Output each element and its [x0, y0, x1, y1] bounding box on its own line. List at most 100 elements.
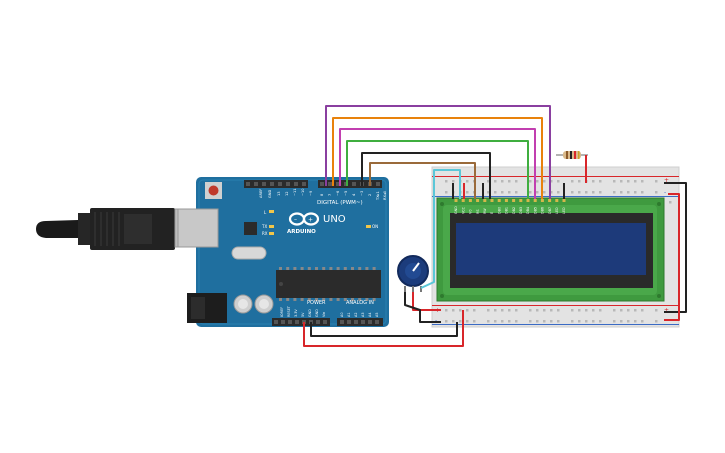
- breadboard-hole[interactable]: [578, 309, 581, 312]
- lcd-pin[interactable]: [490, 199, 494, 202]
- breadboard-hole[interactable]: [627, 191, 630, 194]
- lcd-pin[interactable]: [548, 199, 552, 202]
- lcd-pin[interactable]: [555, 199, 559, 202]
- breadboard-hole[interactable]: [557, 180, 560, 183]
- breadboard-hole[interactable]: [529, 320, 532, 323]
- breadboard-hole[interactable]: [515, 191, 518, 194]
- header-pin[interactable]: [340, 320, 344, 324]
- breadboard-hole[interactable]: [536, 180, 539, 183]
- lcd-pin[interactable]: [540, 199, 544, 202]
- breadboard-hole[interactable]: [613, 309, 616, 312]
- breadboard-hole[interactable]: [536, 309, 539, 312]
- header-pin[interactable]: [375, 320, 379, 324]
- header-pin[interactable]: [246, 182, 250, 186]
- header-pin[interactable]: [347, 320, 351, 324]
- breadboard-hole[interactable]: [445, 180, 448, 183]
- breadboard-hole[interactable]: [585, 320, 588, 323]
- lcd-pin[interactable]: [512, 199, 516, 202]
- breadboard-hole[interactable]: [452, 320, 455, 323]
- breadboard-hole[interactable]: [508, 191, 511, 194]
- breadboard-hole[interactable]: [571, 191, 574, 194]
- breadboard-hole[interactable]: [571, 180, 574, 183]
- header-pin[interactable]: [286, 182, 290, 186]
- lcd-pin[interactable]: [454, 199, 458, 202]
- breadboard-hole[interactable]: [487, 309, 490, 312]
- wire-5[interactable]: [369, 162, 476, 199]
- breadboard-hole[interactable]: [613, 191, 616, 194]
- wire-16[interactable]: [664, 182, 687, 313]
- breadboard-hole[interactable]: [557, 320, 560, 323]
- wire-15[interactable]: [303, 310, 464, 347]
- lcd-pin[interactable]: [497, 199, 501, 202]
- header-pin[interactable]: [294, 182, 298, 186]
- breadboard-hole[interactable]: [641, 191, 644, 194]
- header-pin[interactable]: [323, 320, 327, 324]
- breadboard-hole[interactable]: [543, 320, 546, 323]
- header-pin[interactable]: [336, 182, 340, 186]
- header-pin[interactable]: [254, 182, 258, 186]
- breadboard-hole[interactable]: [641, 320, 644, 323]
- wire-13[interactable]: [404, 292, 441, 323]
- breadboard-hole[interactable]: [473, 320, 476, 323]
- breadboard-hole[interactable]: [515, 180, 518, 183]
- breadboard-hole[interactable]: [620, 320, 623, 323]
- breadboard-hole[interactable]: [599, 309, 602, 312]
- wire-2[interactable]: [339, 128, 536, 199]
- lcd-pin[interactable]: [483, 199, 487, 202]
- breadboard-hole[interactable]: [627, 180, 630, 183]
- wire-0[interactable]: [325, 105, 551, 199]
- breadboard-hole[interactable]: [641, 309, 644, 312]
- header-pin[interactable]: [281, 320, 285, 324]
- breadboard-hole[interactable]: [585, 191, 588, 194]
- breadboard-hole[interactable]: [627, 320, 630, 323]
- header-pin[interactable]: [376, 182, 380, 186]
- breadboard-hole[interactable]: [543, 309, 546, 312]
- breadboard-hole[interactable]: [501, 191, 504, 194]
- wire-14[interactable]: [310, 322, 458, 337]
- breadboard-hole[interactable]: [529, 180, 532, 183]
- header-pin[interactable]: [278, 182, 282, 186]
- header-pin[interactable]: [352, 182, 356, 186]
- breadboard-hole[interactable]: [655, 309, 658, 312]
- lcd-pin[interactable]: [562, 199, 566, 202]
- breadboard-hole[interactable]: [550, 320, 553, 323]
- breadboard-hole[interactable]: [592, 180, 595, 183]
- breadboard-hole[interactable]: [599, 320, 602, 323]
- breadboard-hole[interactable]: [634, 309, 637, 312]
- breadboard-hole[interactable]: [529, 309, 532, 312]
- breadboard-hole[interactable]: [669, 201, 672, 204]
- breadboard-hole[interactable]: [578, 180, 581, 183]
- breadboard-hole[interactable]: [571, 320, 574, 323]
- breadboard-hole[interactable]: [550, 180, 553, 183]
- lcd-pin[interactable]: [533, 199, 537, 202]
- wire-12[interactable]: [412, 292, 441, 311]
- wire-1[interactable]: [332, 117, 543, 199]
- breadboard-hole[interactable]: [585, 309, 588, 312]
- breadboard-hole[interactable]: [557, 191, 560, 194]
- wire-17[interactable]: [664, 193, 680, 321]
- breadboard-hole[interactable]: [445, 191, 448, 194]
- breadboard-hole[interactable]: [655, 180, 658, 183]
- breadboard-hole[interactable]: [487, 320, 490, 323]
- reset-button[interactable]: [205, 182, 222, 199]
- header-pin[interactable]: [274, 320, 278, 324]
- breadboard-hole[interactable]: [634, 180, 637, 183]
- breadboard-hole[interactable]: [592, 320, 595, 323]
- breadboard-hole[interactable]: [543, 180, 546, 183]
- breadboard-hole[interactable]: [494, 309, 497, 312]
- header-pin[interactable]: [316, 320, 320, 324]
- breadboard-hole[interactable]: [508, 180, 511, 183]
- lcd-pin[interactable]: [461, 199, 465, 202]
- breadboard-hole[interactable]: [536, 191, 539, 194]
- breadboard-hole[interactable]: [508, 309, 511, 312]
- lcd-pin[interactable]: [468, 199, 472, 202]
- breadboard-hole[interactable]: [459, 309, 462, 312]
- header-pin[interactable]: [328, 182, 332, 186]
- breadboard-hole[interactable]: [620, 309, 623, 312]
- lcd-pin[interactable]: [519, 199, 523, 202]
- breadboard-hole[interactable]: [550, 309, 553, 312]
- breadboard-hole[interactable]: [578, 320, 581, 323]
- header-pin[interactable]: [302, 182, 306, 186]
- breadboard-hole[interactable]: [529, 191, 532, 194]
- breadboard-hole[interactable]: [501, 180, 504, 183]
